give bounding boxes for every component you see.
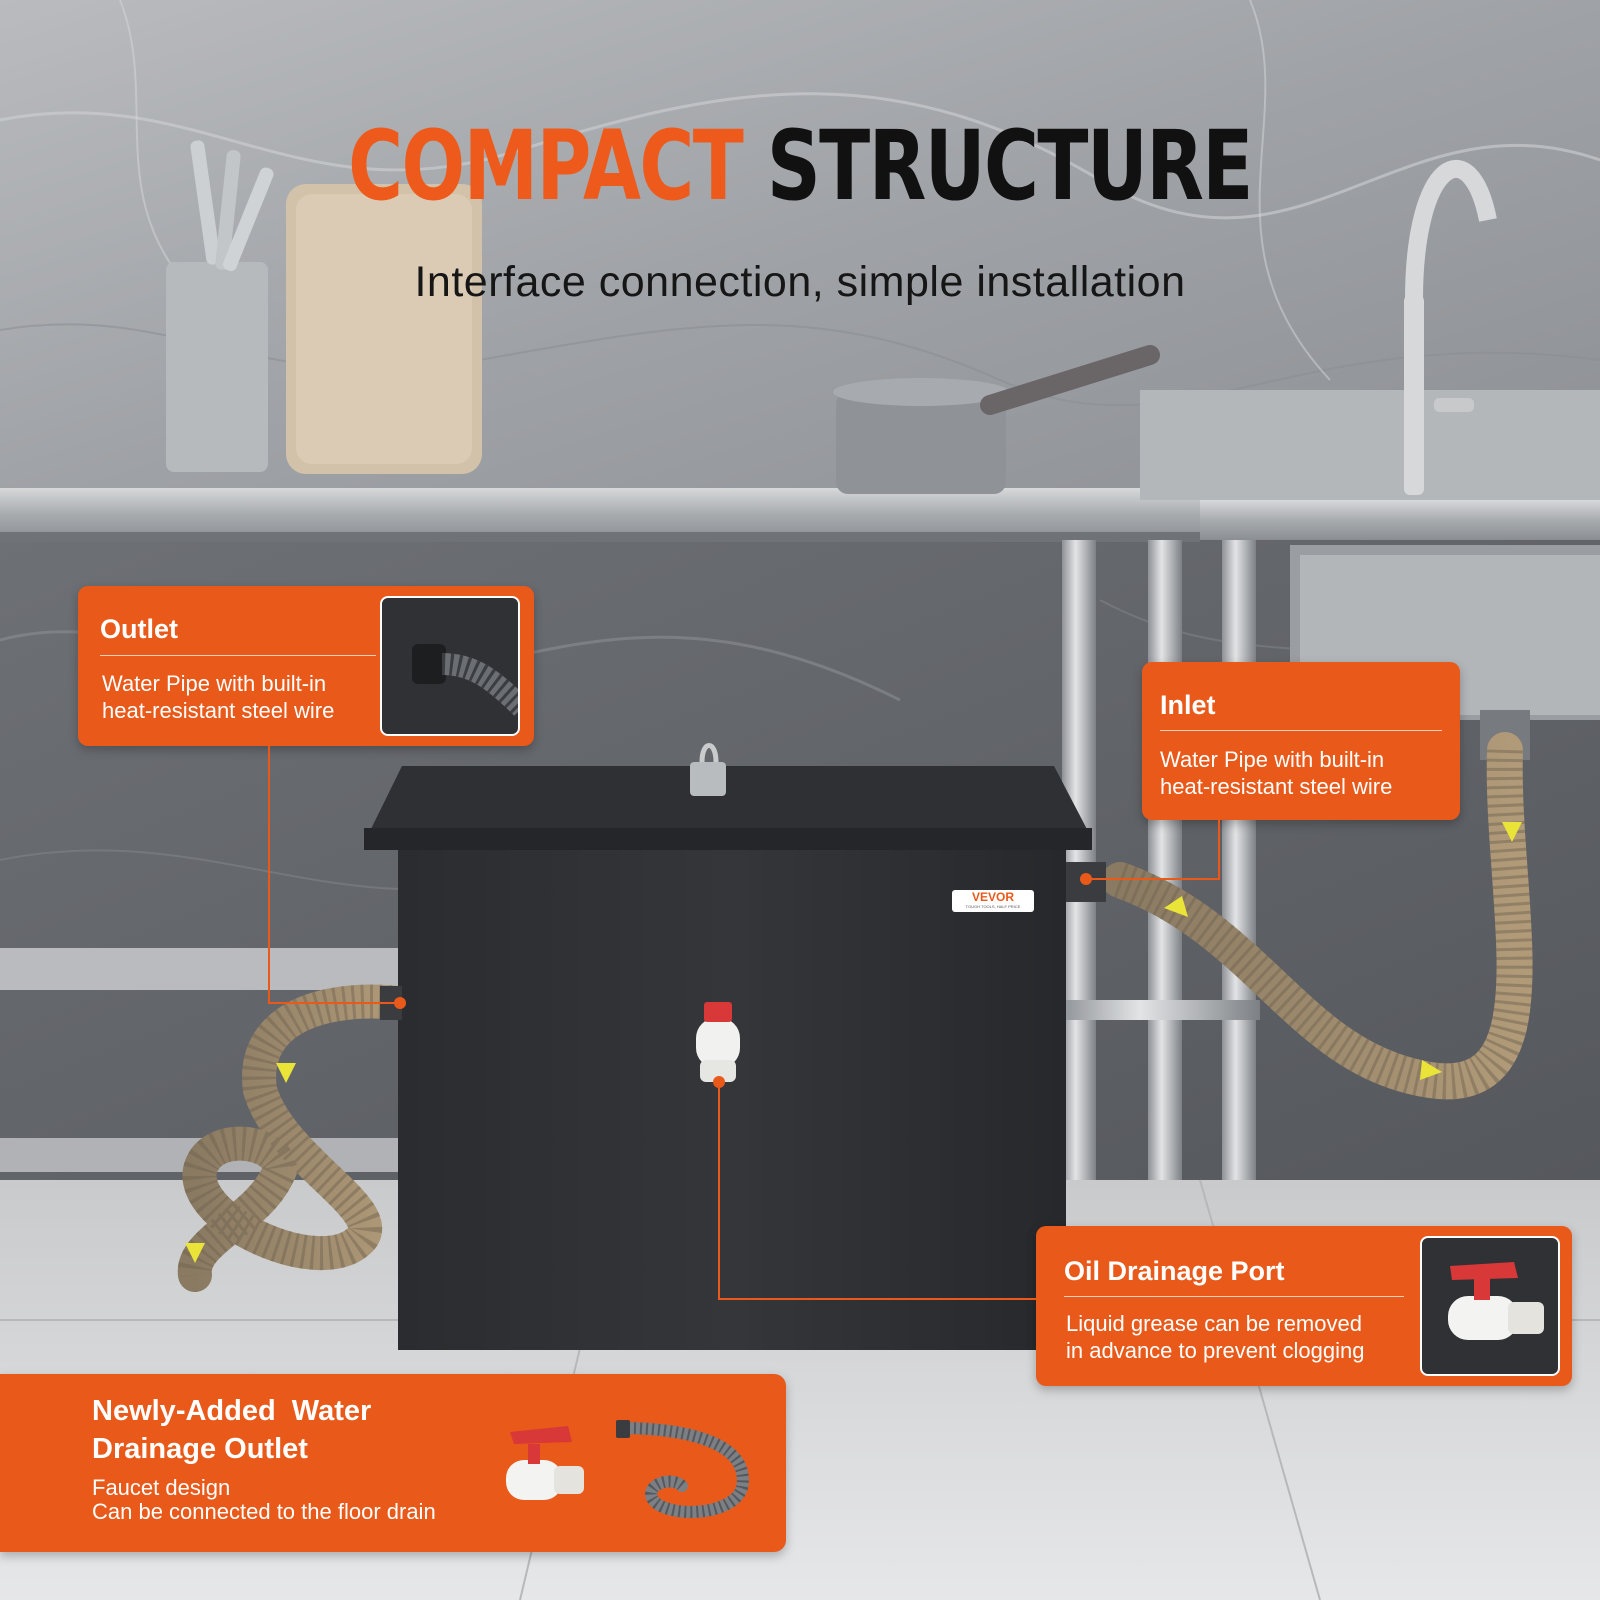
inlet-divider (1160, 730, 1442, 731)
hose-fitting-icon (412, 644, 518, 716)
water-drainage-title-line1: Newly-Added Water (92, 1395, 372, 1427)
flow-arrow-icon (185, 822, 1522, 1263)
oil-drainage-thumbnail (1420, 1236, 1560, 1376)
title-black-word: STRUCTURE (766, 110, 1254, 222)
outlet-desc-line1: Water Pipe with built-in (102, 671, 327, 696)
water-drainage-panel: Newly-Added Water Drainage Outlet Faucet… (0, 1374, 786, 1552)
water-drainage-desc: Faucet design Can be connected to the fl… (92, 1476, 436, 1524)
outlet-desc: Water Pipe with built-in heat-resistant … (102, 670, 334, 724)
page-subtitle: Interface connection, simple installatio… (414, 258, 1186, 306)
outlet-leader-line (268, 746, 270, 1004)
oil-drainage-divider (1064, 1296, 1404, 1297)
inlet-desc-line2: heat-resistant steel wire (1160, 774, 1393, 799)
outlet-leader-dot (394, 997, 406, 1009)
water-drainage-title-line2: Drainage Outlet (92, 1433, 308, 1465)
outlet-desc-line2: heat-resistant steel wire (102, 698, 335, 723)
title-orange-word: COMPACT (348, 110, 744, 222)
oil-leader-line-h (718, 1298, 1036, 1300)
outlet-callout: Outlet Water Pipe with built-in heat-res… (78, 586, 534, 746)
inlet-leader-line-h (1090, 878, 1220, 880)
ball-valve-icon (1448, 1262, 1544, 1340)
drain-hose-icon (616, 1420, 749, 1518)
inlet-callout: Inlet Water Pipe with built-in heat-resi… (1142, 662, 1460, 820)
oil-leader-line (718, 1082, 720, 1300)
brand-badge: VEVOR TOUGH TOOLS, HALF PRICE (952, 890, 1034, 912)
oil-drainage-title: Oil Drainage Port (1064, 1256, 1285, 1286)
water-drainage-desc-line2: Can be connected to the floor drain (92, 1499, 436, 1524)
outlet-divider (100, 655, 376, 656)
page-title: COMPACT STRUCTURE (176, 118, 1424, 214)
outlet-thumbnail (380, 596, 520, 736)
oil-drainage-callout: Oil Drainage Port Liquid grease can be r… (1036, 1226, 1572, 1386)
inlet-title: Inlet (1160, 690, 1216, 720)
inlet-leader-dot (1080, 873, 1092, 885)
oil-drainage-desc-line2: in advance to prevent clogging (1066, 1338, 1365, 1363)
water-drainage-desc-line1: Faucet design (92, 1475, 231, 1500)
ball-valve-icon (506, 1426, 584, 1500)
brand-logo: VEVOR (971, 890, 1014, 904)
outlet-title: Outlet (100, 614, 178, 644)
inlet-desc-line1: Water Pipe with built-in (1160, 747, 1385, 772)
inlet-leader-line (1218, 820, 1220, 880)
oil-drainage-desc-line1: Liquid grease can be removed (1066, 1311, 1362, 1336)
oil-drainage-desc: Liquid grease can be removed in advance … (1066, 1310, 1364, 1364)
brand-tagline: TOUGH TOOLS, HALF PRICE (965, 904, 1021, 909)
outlet-leader-line-h (268, 1002, 400, 1004)
inlet-desc: Water Pipe with built-in heat-resistant … (1160, 746, 1392, 800)
water-drainage-title: Newly-Added Water Drainage Outlet (92, 1392, 452, 1468)
oil-leader-dot (713, 1076, 725, 1088)
